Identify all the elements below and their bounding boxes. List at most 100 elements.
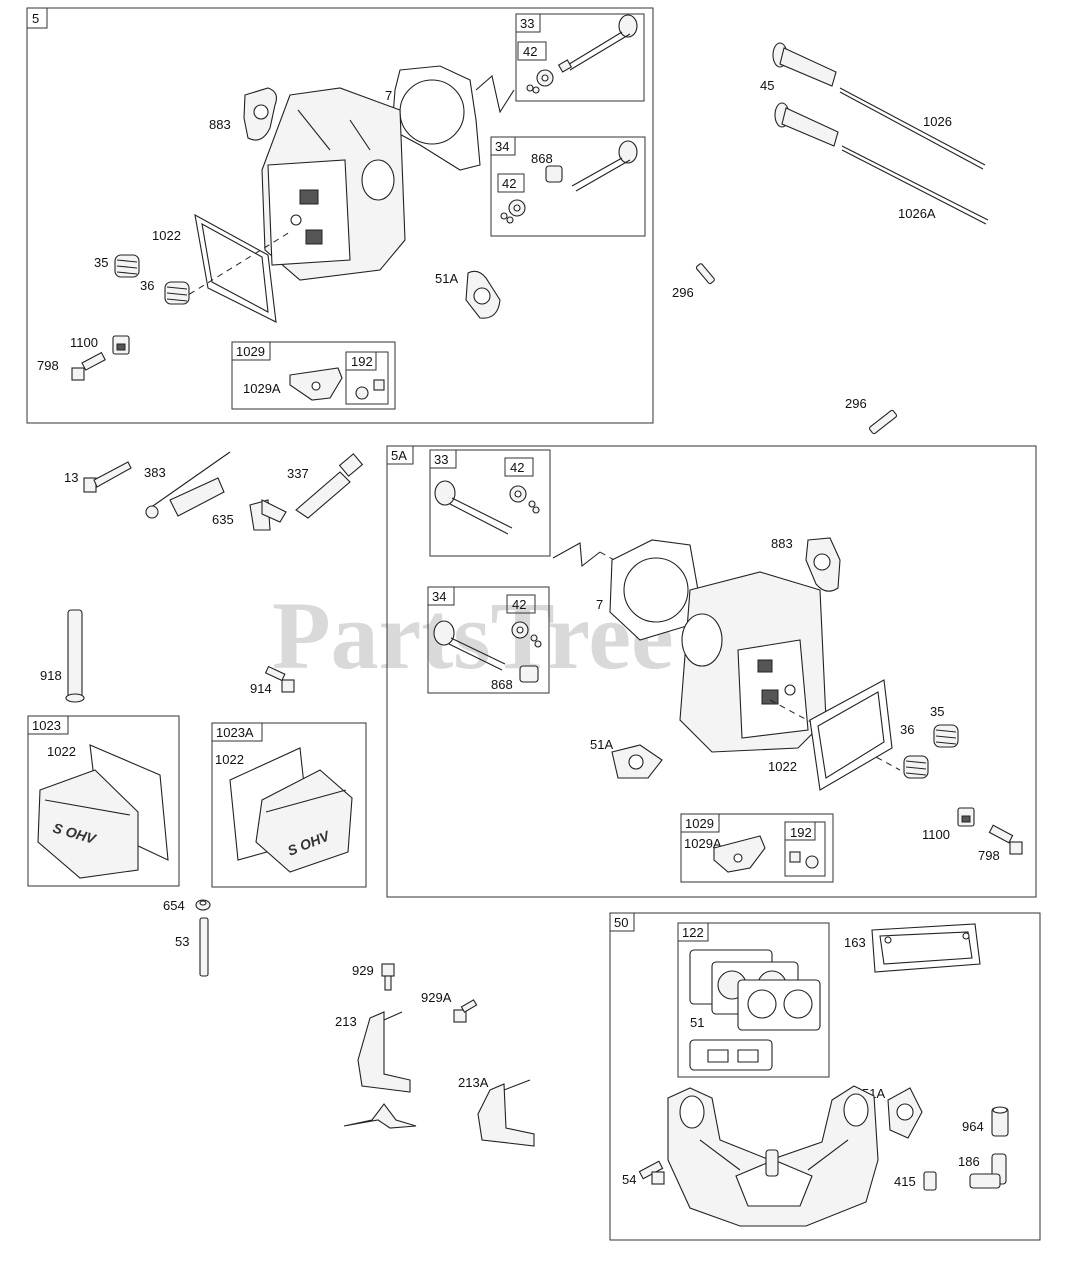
- governor-bracket-part: [477, 1079, 535, 1147]
- callout-1029A: 1029A: [684, 836, 722, 851]
- valve-tappet-part: [772, 42, 839, 147]
- callout-186: 186: [958, 1154, 980, 1169]
- valve-spring-part: [933, 724, 959, 748]
- valve-cover-part: S OHV: [37, 769, 139, 879]
- head-gasket-part: [391, 65, 481, 171]
- group-42-label: 42: [512, 597, 526, 612]
- callout-1026: 1026: [923, 114, 952, 129]
- plug-part: [923, 1171, 937, 1191]
- callout-964: 964: [962, 1119, 984, 1134]
- governor-bracket-part: [343, 1011, 417, 1129]
- group-33-label: 33: [520, 16, 534, 31]
- callout-383: 383: [144, 465, 166, 480]
- callout-51: 51: [690, 1015, 704, 1030]
- pin-part: [695, 263, 715, 285]
- intake-gasket-part: [465, 270, 501, 319]
- rocker-cover-gasket-part: [194, 213, 277, 323]
- callout-798: 798: [978, 848, 1000, 863]
- callout-798: 798: [37, 358, 59, 373]
- callout-868: 868: [531, 151, 553, 166]
- spark-plug-wrench-part: [145, 451, 231, 519]
- rocker-nut-part: [355, 379, 385, 400]
- sleeve-part: [991, 1106, 1009, 1137]
- callout-929A: 929A: [421, 990, 452, 1005]
- callout-654: 654: [163, 898, 185, 913]
- callout-35: 35: [930, 704, 944, 719]
- callout-36: 36: [900, 722, 914, 737]
- callout-415: 415: [894, 1174, 916, 1189]
- group-192-label: 192: [351, 354, 373, 369]
- callout-45: 45: [760, 78, 774, 93]
- group-42-label: 42: [502, 176, 516, 191]
- group-122-label: 122: [682, 925, 704, 940]
- callout-36: 36: [140, 278, 154, 293]
- brackets-area: 929 929A 213 213A: [335, 963, 535, 1147]
- callout-7: 7: [596, 597, 603, 612]
- callout-7: 7: [385, 88, 392, 103]
- valve-seal-part: [526, 69, 554, 94]
- exhaust-valve-part: [557, 14, 638, 73]
- callout-35: 35: [94, 255, 108, 270]
- callout-883: 883: [209, 117, 231, 132]
- group-5: 5 33 42 34 42 868: [26, 7, 654, 424]
- group-5A-label: 5A: [391, 448, 407, 463]
- exhaust-valve-part: [434, 480, 513, 535]
- valve-spring-part: [903, 755, 929, 779]
- callout-1022: 1022: [47, 744, 76, 759]
- group-1023A-label: 1023A: [216, 725, 254, 740]
- group-42-label: 42: [510, 460, 524, 475]
- breather-valve-part: [112, 335, 130, 355]
- watermark: PartsTree: [272, 582, 674, 689]
- callout-213: 213: [335, 1014, 357, 1029]
- callout-213A: 213A: [458, 1075, 489, 1090]
- gasket-part: [871, 923, 981, 973]
- pushrod-part: [839, 87, 989, 225]
- group-42-label: 42: [523, 44, 537, 59]
- callout-54: 54: [622, 1172, 636, 1187]
- callout-1100: 1100: [922, 827, 950, 842]
- callout-883: 883: [771, 536, 793, 551]
- group-5-label: 5: [32, 11, 39, 26]
- callout-868: 868: [491, 677, 513, 692]
- intake-valve-part: [433, 620, 539, 683]
- intake-valve-part: [545, 140, 638, 192]
- valve-spring-part: [114, 254, 140, 278]
- callout-13: 13: [64, 470, 78, 485]
- head-gasket-part: [609, 539, 699, 641]
- spark-plug-boot-part: [249, 499, 287, 531]
- rocker-nut-part: [789, 851, 819, 869]
- callout-1022: 1022: [768, 759, 797, 774]
- callout-51A: 51A: [435, 271, 458, 286]
- spark-plug-part: [295, 453, 364, 519]
- group-34-label: 34: [495, 139, 509, 154]
- callout-337: 337: [287, 466, 309, 481]
- bolt-part: [638, 1160, 665, 1185]
- group-192-label: 192: [790, 825, 812, 840]
- screw-part: [264, 665, 295, 693]
- callout-163: 163: [844, 935, 866, 950]
- pin-part: [868, 409, 898, 435]
- valve-seal-part: [500, 199, 526, 224]
- group-1023-label: 1023: [32, 718, 61, 733]
- tube-part: [65, 609, 85, 703]
- screw-part: [453, 999, 478, 1023]
- cylinder-head-part: [261, 87, 406, 281]
- bolt-part: [988, 824, 1023, 855]
- fasteners-area: 13 383 337 635 918 914: [40, 451, 364, 703]
- callout-1029A: 1029A: [243, 381, 281, 396]
- callout-929: 929: [352, 963, 374, 978]
- group-1029-label: 1029: [236, 344, 265, 359]
- group-34-label: 34: [432, 589, 446, 604]
- rocker-arm-part: [713, 835, 766, 873]
- screw-part: [381, 963, 395, 991]
- bolt-part: [71, 351, 106, 381]
- group-1023: 1023 1022 S OHV: [27, 715, 180, 887]
- rocker-arm-part: [289, 367, 343, 401]
- stud-part: [199, 917, 209, 977]
- breather-valve-part: [957, 807, 975, 827]
- exhaust-gasket-part: [243, 87, 277, 141]
- cylinder-head-part: [679, 571, 827, 753]
- group-1023A: 1023A 1022 S OHV: [211, 722, 367, 888]
- rocker-cover-gasket-part: [809, 679, 893, 791]
